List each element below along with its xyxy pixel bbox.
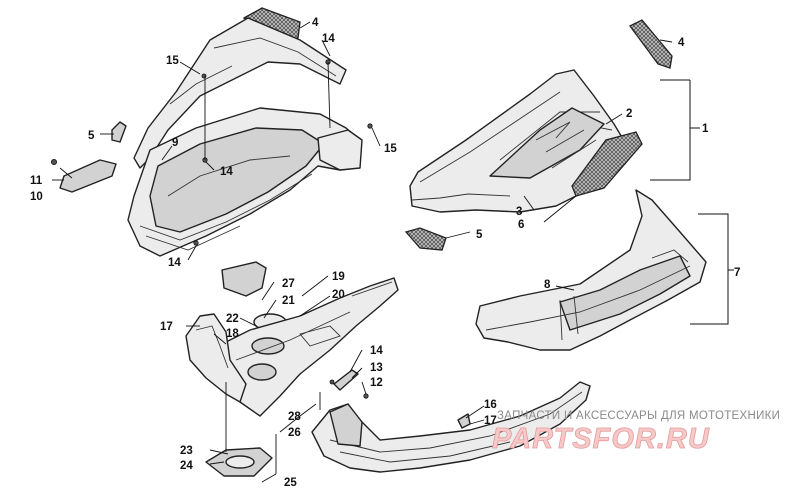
clip — [111, 121, 127, 143]
callout-12: 12 — [370, 377, 383, 389]
callout-23: 23 — [180, 445, 193, 457]
lower-frame-assembly — [185, 261, 399, 477]
air-duct — [221, 261, 267, 297]
callout-11: 11 — [30, 175, 43, 187]
callout-20: 20 — [332, 289, 345, 301]
callout-26: 26 — [288, 427, 301, 439]
callout-8: 8 — [544, 279, 551, 291]
screw-11 — [51, 158, 58, 165]
callout-5-left: 5 — [88, 130, 95, 142]
callout-27: 27 — [282, 278, 295, 290]
callout-10: 10 — [30, 191, 43, 203]
callout-17-left: 17 — [160, 321, 173, 333]
callout-4-left: 4 — [312, 17, 319, 29]
watermark-logo: PARTSFOR.RU — [492, 423, 710, 455]
callout-labels: 1 2 3 4 4 5 5 6 7 8 9 10 11 12 13 14 14 … — [30, 17, 740, 489]
callout-28: 28 — [288, 411, 301, 423]
callout-25: 25 — [284, 477, 297, 489]
callout-19: 19 — [332, 271, 345, 283]
callout-13: 13 — [370, 362, 383, 374]
watermark-tagline: ЗАПЧАСТИ И АКСЕССУАРЫ ДЛЯ МОТОТЕХНИКИ — [497, 410, 780, 422]
belly-pan-side — [329, 403, 363, 447]
nose-pan-side-box — [317, 129, 363, 171]
side-panel-assembly — [475, 189, 707, 351]
callout-15-right: 15 — [384, 143, 397, 155]
nut-14-d — [329, 379, 335, 385]
callout-14-mid: 14 — [220, 166, 233, 178]
callout-18: 18 — [226, 328, 239, 340]
callout-14-lower: 14 — [370, 345, 383, 357]
hood-vent-top — [629, 19, 673, 69]
side-panel-inset — [559, 255, 691, 331]
small-bracket — [333, 369, 359, 391]
callout-24: 24 — [180, 460, 193, 472]
callout-6: 6 — [518, 219, 524, 231]
callout-1: 1 — [702, 123, 709, 135]
callout-5-right: 5 — [476, 229, 483, 241]
callout-2: 2 — [626, 108, 632, 120]
main-frame — [217, 277, 399, 417]
callout-15-left: 15 — [166, 55, 179, 67]
mounting-bracket — [59, 159, 117, 193]
bottom-plate-opening — [225, 455, 255, 469]
callout-7: 7 — [734, 267, 740, 279]
upper-rail — [133, 17, 347, 169]
small-vent — [404, 227, 447, 251]
callout-14-top: 14 — [322, 33, 335, 45]
side-bracket — [185, 313, 247, 403]
hood-panel-inset — [489, 107, 605, 179]
belly-pan — [311, 381, 591, 473]
watermark: ЗАПЧАСТИ И АКСЕССУАРЫ ДЛЯ МОТОТЕХНИКИ PA… — [492, 410, 780, 455]
rivet-15-b — [367, 123, 373, 129]
nose-pan-assembly — [51, 7, 373, 257]
callout-9: 9 — [172, 137, 178, 149]
side-panel — [475, 189, 707, 351]
callout-17-right: 17 — [484, 415, 497, 427]
frame-hole-lower — [247, 363, 277, 381]
callout-16: 16 — [484, 399, 497, 411]
callout-3: 3 — [516, 206, 522, 218]
callout-22: 22 — [226, 313, 239, 325]
hood-assembly — [404, 19, 673, 251]
screw-12 — [363, 393, 369, 399]
leader-lines — [52, 21, 734, 483]
callout-14-bottom: 14 — [168, 257, 181, 269]
callout-21: 21 — [282, 295, 295, 307]
belly-pan-assembly — [311, 369, 591, 473]
frame-hole-upper — [251, 337, 285, 355]
nose-pan-recess — [149, 127, 325, 233]
nut-14-c — [193, 240, 199, 246]
callout-4-right: 4 — [678, 37, 685, 49]
